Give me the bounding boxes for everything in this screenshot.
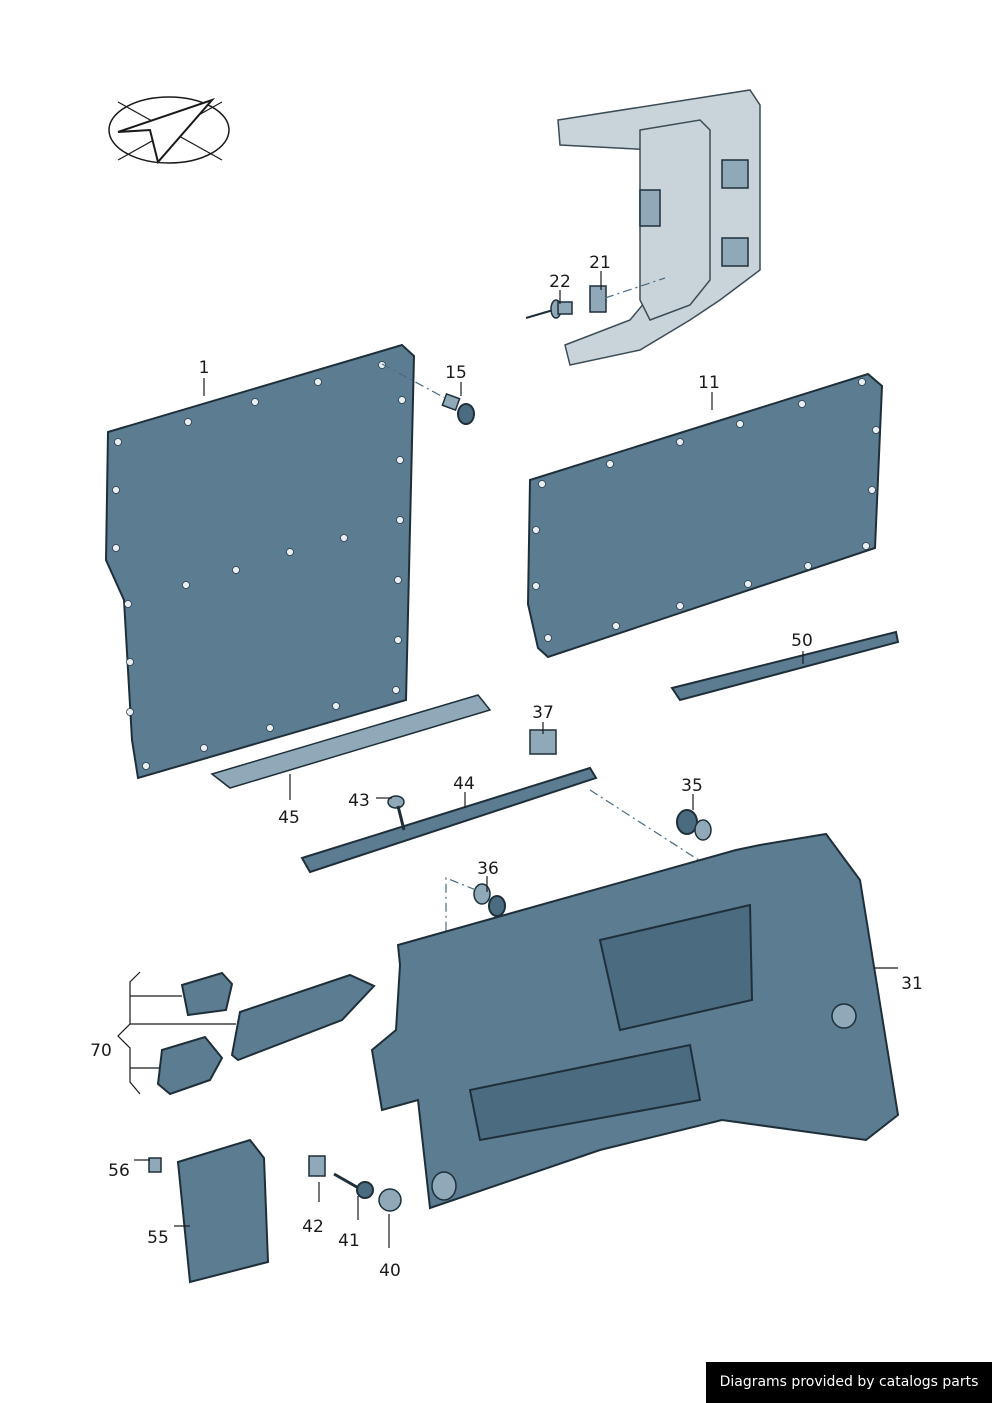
mounting-hole [612, 622, 620, 630]
mounting-hole [142, 762, 150, 770]
mounting-hole [200, 744, 208, 752]
mounting-hole [736, 420, 744, 428]
footer-attribution: Diagrams provided by catalogs parts [706, 1362, 992, 1403]
mounting-hole [112, 486, 120, 494]
mounting-hole [544, 634, 552, 642]
mounting-hole [398, 396, 406, 404]
callout-1: 1 [199, 358, 210, 378]
callout-22: 22 [549, 272, 571, 292]
body-pillar [557, 89, 761, 366]
nut-42 [308, 1155, 326, 1177]
mounting-hole [396, 516, 404, 524]
screw-41 [333, 1172, 374, 1199]
callout-41: 41 [338, 1231, 360, 1251]
callout-56: 56 [108, 1161, 130, 1181]
mounting-hole [112, 544, 120, 552]
mounting-hole [538, 480, 546, 488]
cap-40 [378, 1188, 402, 1212]
mounting-hole [251, 398, 259, 406]
mounting-hole [184, 418, 192, 426]
mounting-hole [676, 438, 684, 446]
trim-31 [370, 832, 900, 1210]
callout-70: 70 [90, 1041, 112, 1061]
callout-11: 11 [698, 373, 720, 393]
mounting-hole [394, 636, 402, 644]
mounting-hole [392, 686, 400, 694]
callout-55: 55 [147, 1228, 169, 1248]
clip-nut-part [589, 285, 607, 313]
mounting-hole [126, 708, 134, 716]
mounting-hole [804, 562, 812, 570]
mounting-hole [332, 702, 340, 710]
mounting-hole [872, 426, 880, 434]
mounting-hole [126, 658, 134, 666]
callout-40: 40 [379, 1261, 401, 1281]
callout-36: 36 [477, 859, 499, 879]
mounting-hole [182, 581, 190, 589]
rivet-part [525, 299, 573, 319]
mounting-hole [858, 378, 866, 386]
direction-of-travel-icon [108, 96, 230, 165]
clip-35 [676, 809, 712, 841]
clip-15 [441, 393, 475, 425]
leader-lines [117, 271, 898, 1248]
clip-36 [473, 883, 506, 917]
screw-43 [387, 795, 406, 831]
mounting-hole [232, 566, 240, 574]
callout-43: 43 [348, 791, 370, 811]
mounting-hole [744, 580, 752, 588]
mounting-hole [798, 400, 806, 408]
mounting-hole [114, 438, 122, 446]
callout-35: 35 [681, 776, 703, 796]
storage-70 [156, 971, 376, 1096]
callout-42: 42 [302, 1217, 324, 1237]
strip-50 [670, 630, 900, 702]
mounting-hole [862, 542, 870, 550]
mounting-hole [378, 361, 386, 369]
mounting-hole [396, 456, 404, 464]
cover-55 [176, 1138, 270, 1284]
mounting-hole [532, 582, 540, 590]
panel-11 [526, 372, 884, 659]
callout-37: 37 [532, 703, 554, 723]
callout-50: 50 [791, 631, 813, 651]
rail-44 [300, 766, 598, 874]
mounting-hole [340, 534, 348, 542]
mounting-hole [266, 724, 274, 732]
callout-31: 31 [901, 974, 923, 994]
callout-44: 44 [453, 774, 475, 794]
mounting-hole [124, 600, 132, 608]
callout-21: 21 [589, 253, 611, 273]
clip-56 [148, 1157, 162, 1173]
callout-15: 15 [445, 363, 467, 383]
mounting-hole [676, 602, 684, 610]
callout-45: 45 [278, 808, 300, 828]
mounting-hole [532, 526, 540, 534]
mounting-hole [394, 576, 402, 584]
mounting-hole [314, 378, 322, 386]
callout-labels: 1 11 15 21 22 31 35 36 37 40 41 42 43 44… [90, 253, 923, 1281]
panel-1 [104, 343, 416, 780]
mounting-hole [606, 460, 614, 468]
strip-45 [210, 694, 492, 789]
mounting-hole [286, 548, 294, 556]
mounting-hole [868, 486, 876, 494]
